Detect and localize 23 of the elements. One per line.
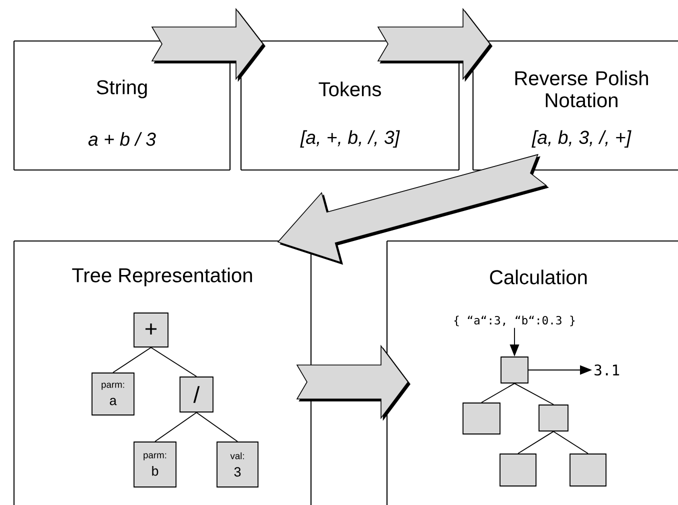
block-arrow	[151, 8, 266, 82]
tree-node: /	[180, 376, 214, 412]
block-arrow	[377, 8, 492, 82]
block-arrow	[296, 344, 410, 421]
tree-link	[112, 347, 152, 373]
tree-link	[481, 382, 515, 403]
tree-node: val: 3	[216, 442, 258, 488]
tree-link	[514, 382, 554, 405]
tree-node: parm: b	[134, 442, 176, 488]
tree-link	[150, 347, 197, 377]
tree-link	[553, 431, 588, 454]
result-label: 3.1	[594, 364, 620, 376]
tree-node	[500, 356, 528, 384]
tree-link	[154, 412, 197, 442]
tree-node: +	[134, 312, 168, 348]
tree-node: parm: a	[92, 372, 134, 416]
tree-node	[570, 454, 606, 486]
tree-node	[538, 404, 568, 432]
tree-node	[500, 454, 536, 486]
tree-link	[196, 412, 238, 442]
tree-node	[462, 402, 500, 434]
tree-link	[518, 431, 554, 454]
data-label: { “a“:3, “b“:0.3 }	[454, 316, 575, 326]
